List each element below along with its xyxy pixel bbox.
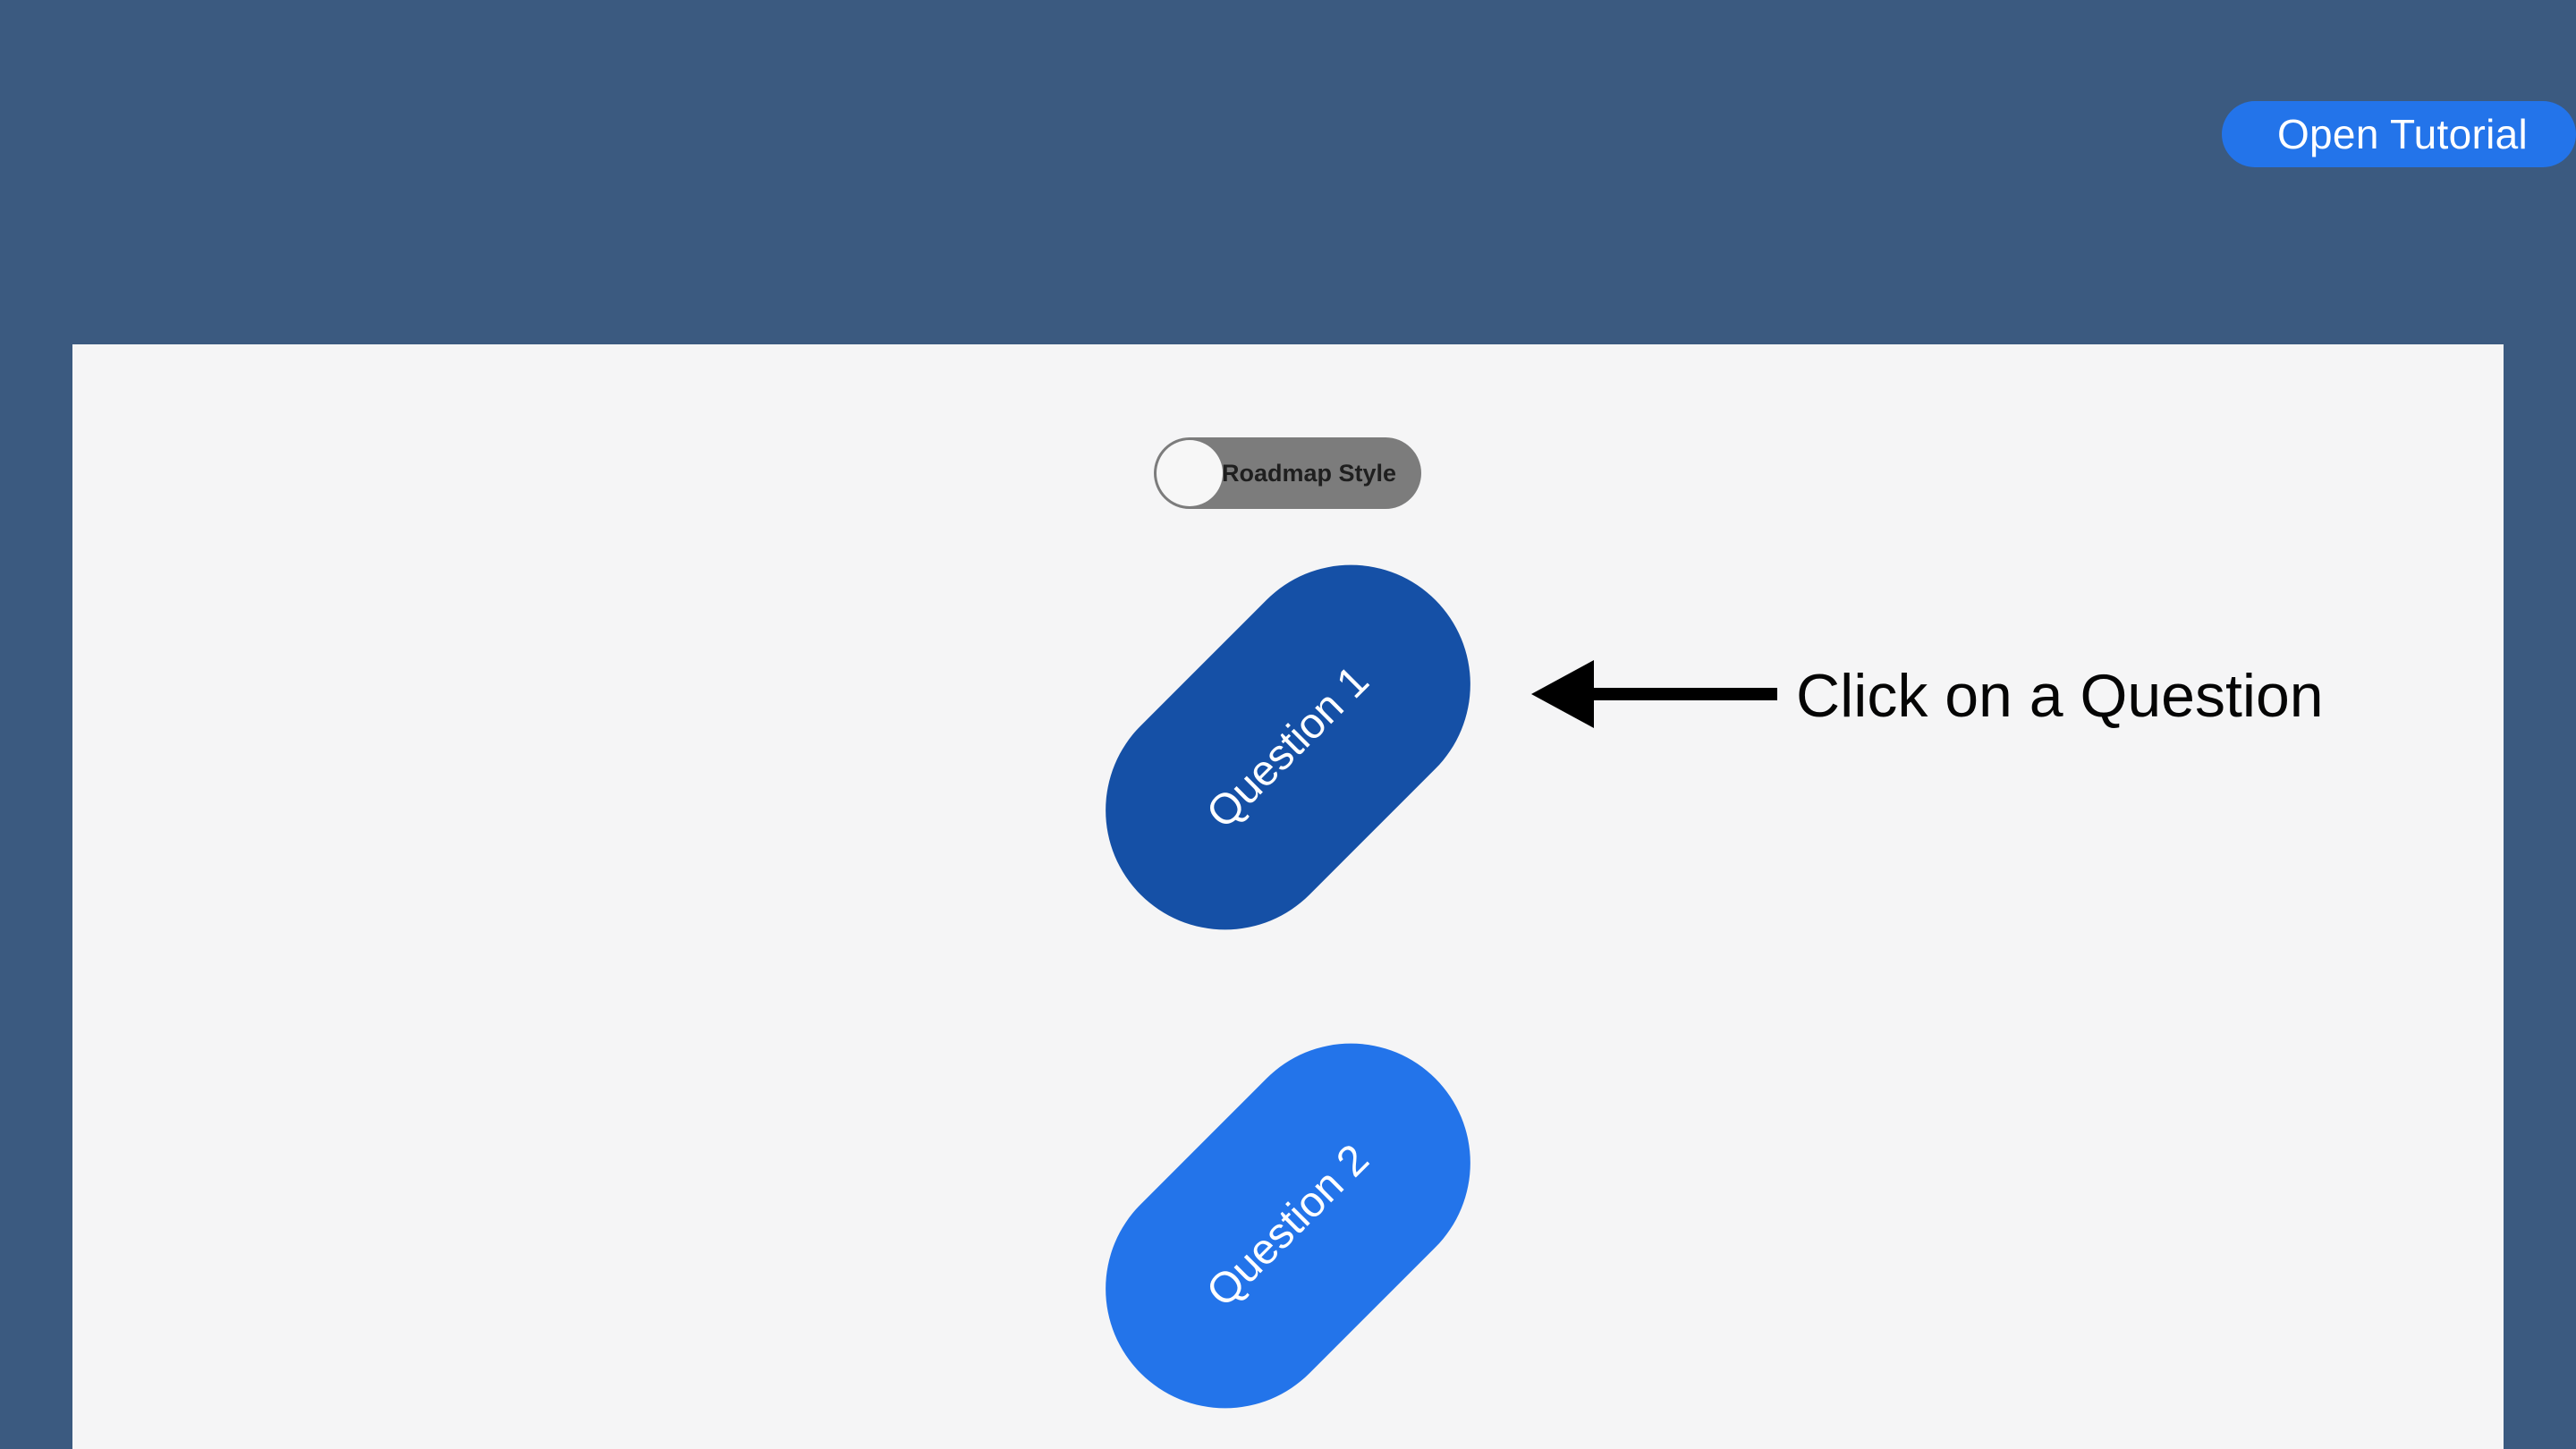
open-tutorial-button[interactable]: Open Tutorial	[2222, 101, 2576, 167]
toggle-knob[interactable]	[1157, 440, 1223, 506]
roadmap-style-toggle[interactable]: Roadmap Style	[1154, 437, 1421, 509]
hint-text: Click on a Question	[1796, 662, 2324, 730]
arrow-left-icon	[1531, 660, 1777, 728]
toggle-label: Roadmap Style	[1222, 460, 1397, 487]
